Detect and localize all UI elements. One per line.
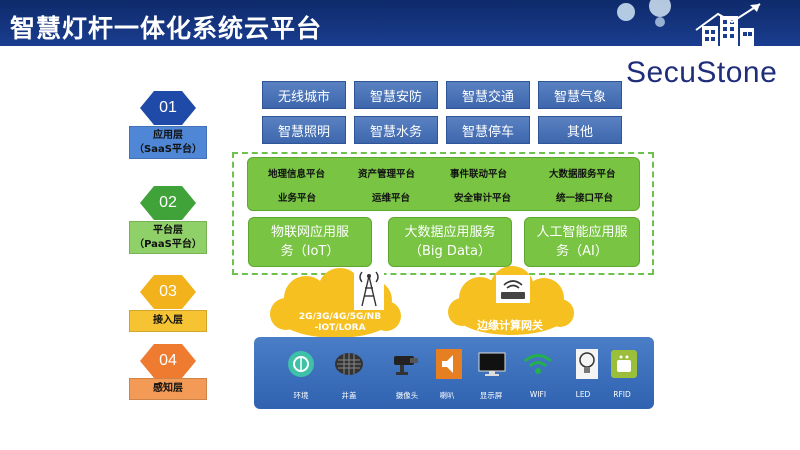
header-bar: 智慧灯杆一体化系统云平台 [0, 0, 800, 48]
saas-item: 其他 [538, 116, 622, 144]
saas-item: 智慧水务 [354, 116, 438, 144]
saas-item: 智慧照明 [262, 116, 346, 144]
cloud-gateway-label: 边缘计算网关 [477, 319, 543, 332]
layer-02-hex: 02 [140, 186, 196, 220]
layer-paas: 平台层 （PaaS平台） [129, 221, 207, 254]
cloud-line: -IOT/LORA [314, 323, 366, 333]
service-line: （Big Data） [409, 244, 491, 259]
layer-04-hex: 04 [140, 344, 196, 378]
device-label: 喇叭 [439, 391, 455, 400]
layer-01-hex: 01 [140, 91, 196, 125]
layer-saas: 应用层 （SaaS平台） [129, 126, 207, 159]
service-line: 大数据应用服务 [404, 225, 496, 240]
layer-access: 接入层 [129, 310, 207, 332]
building-graphic-icon [617, 0, 761, 48]
speaker-icon [434, 348, 464, 380]
platform-item: 大数据服务平台 [549, 169, 616, 180]
paas-frame [232, 152, 654, 275]
service-bigdata: 大数据应用服务 （Big Data） [388, 217, 512, 267]
service-line: 务（AI） [556, 244, 608, 259]
led-bulb-icon [572, 348, 602, 380]
platform-item: 业务平台 [278, 193, 317, 204]
platform-item: 运维平台 [372, 193, 411, 204]
page-title: 智慧灯杆一体化系统云平台 [10, 14, 323, 43]
camera-icon [392, 348, 422, 380]
device-label: 摄像头 [395, 391, 419, 400]
service-ai: 人工智能应用服 务（AI） [524, 217, 640, 267]
manhole-icon [334, 348, 364, 380]
router-icon [496, 275, 530, 303]
layer-name: 感知层 [153, 383, 183, 394]
layer-name: 应用层 [153, 129, 183, 141]
saas-item: 智慧气象 [538, 81, 622, 109]
saas-item: 无线城市 [262, 81, 346, 109]
layer-03-hex: 03 [140, 275, 196, 309]
layer-sub: （SaaS平台） [134, 143, 202, 155]
platform-item: 地理信息平台 [268, 169, 326, 180]
device-label: 环境 [293, 391, 309, 400]
service-line: 人工智能应用服 [536, 225, 628, 240]
cloud-network-label: 2G/3G/4G/5G/NB -IOT/LORA [290, 312, 390, 334]
secustone-logo: SecuStone [626, 56, 778, 89]
paas-platforms [247, 157, 640, 211]
layer-perception: 感知层 [129, 378, 207, 400]
platform-item: 事件联动平台 [450, 169, 508, 180]
saas-item: 智慧安防 [354, 81, 438, 109]
service-iot: 物联网应用服 务（IoT） [248, 217, 372, 267]
device-label: 显示屏 [479, 391, 503, 400]
display-icon [477, 348, 507, 380]
service-line: 物联网应用服 [270, 225, 349, 240]
device-label: WIFI [529, 390, 547, 399]
service-line: 务（IoT） [280, 244, 340, 259]
saas-item: 智慧停车 [446, 116, 530, 144]
platform-item: 资产管理平台 [358, 169, 416, 180]
device-label: 井盖 [341, 391, 357, 400]
layer-name: 接入层 [153, 315, 183, 326]
platform-item: 统一接口平台 [556, 193, 614, 204]
saas-item: 智慧交通 [446, 81, 530, 109]
device-label: LED [575, 390, 591, 399]
environment-icon [286, 348, 316, 380]
cloud-line: 2G/3G/4G/5G/NB [298, 312, 382, 322]
device-label: RFID [613, 390, 631, 399]
layer-sub: （PaaS平台） [134, 238, 202, 250]
platform-item: 安全审计平台 [454, 193, 512, 204]
wifi-icon [523, 348, 553, 380]
layer-name: 平台层 [153, 224, 183, 236]
rfid-icon [609, 348, 639, 380]
cell-tower-icon [354, 268, 384, 310]
